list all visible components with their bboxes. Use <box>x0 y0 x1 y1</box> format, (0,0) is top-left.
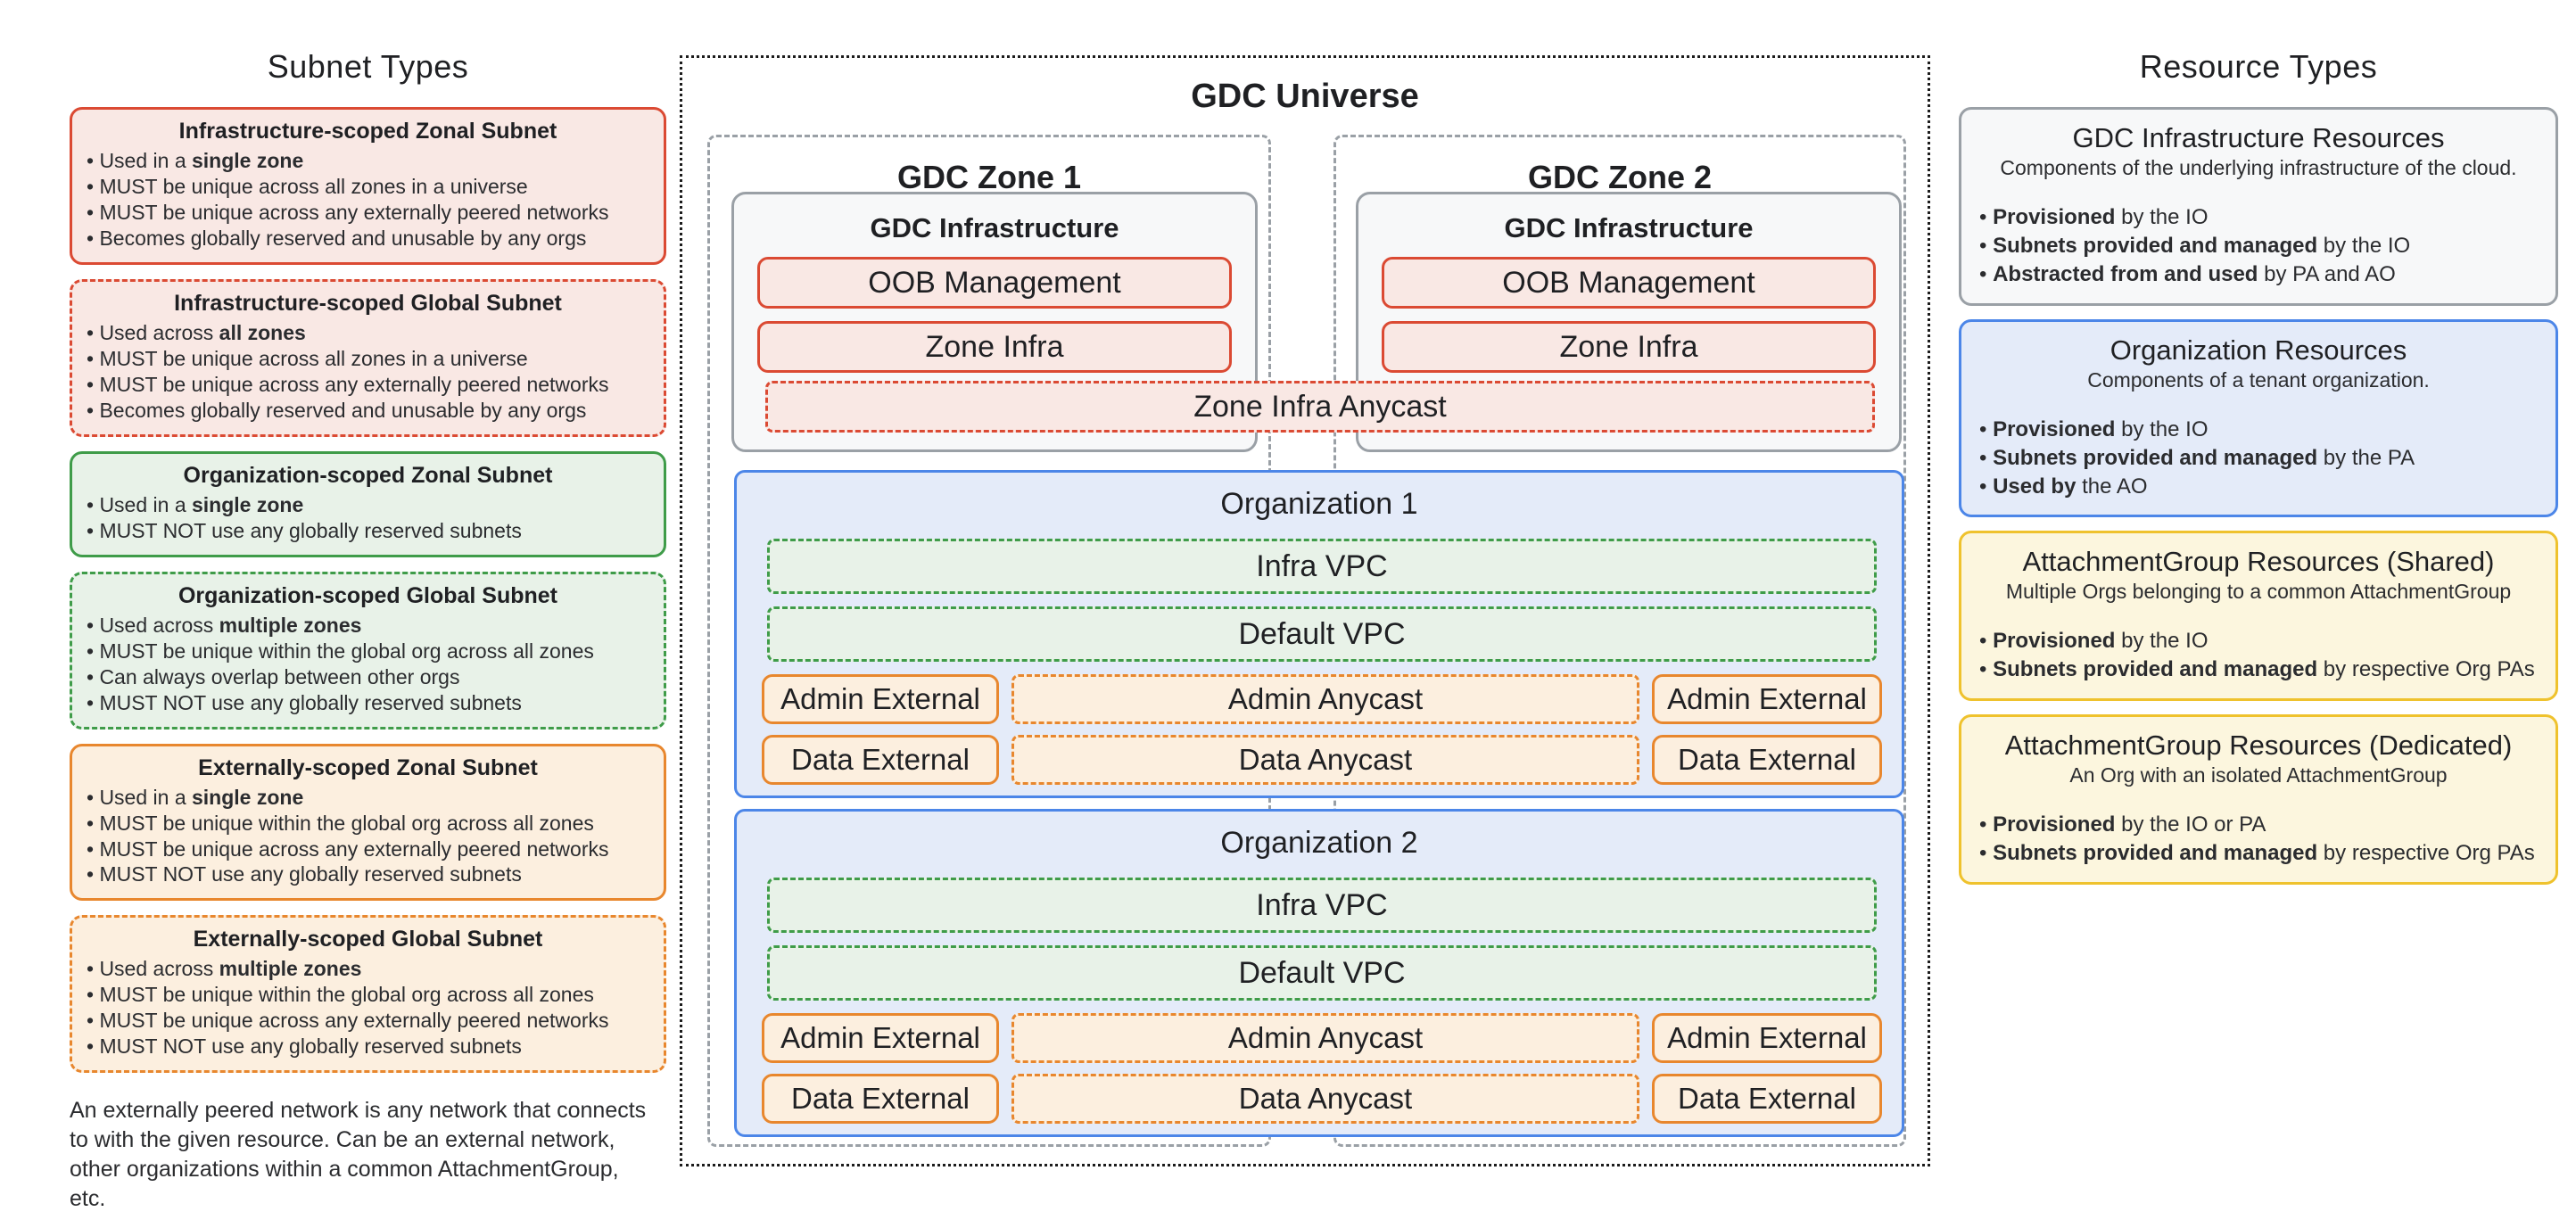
zone-infra-anycast-box: Zone Infra Anycast <box>765 381 1875 433</box>
spacer <box>1979 392 2538 416</box>
bullet: • MUST NOT use any globally reserved sub… <box>87 1035 522 1059</box>
infra-vpc-box: Infra VPC <box>767 539 1877 594</box>
resource-box-title: AttachmentGroup Resources (Shared) <box>2022 546 2495 578</box>
data-anycast-box: Data Anycast <box>1011 1074 1639 1124</box>
gdc-infrastructure-title: GDC Infrastructure <box>870 212 1119 243</box>
subnet-box-title: Organization-scoped Zonal Subnet <box>183 462 553 488</box>
spacer <box>1979 604 2538 627</box>
default-vpc-box: Default VPC <box>767 606 1877 662</box>
subnet-types-panel: Subnet Types Infrastructure-scoped Zonal… <box>70 48 666 1214</box>
admin-anycast-box: Admin Anycast <box>1011 674 1639 724</box>
bullet: • MUST be unique within the global org a… <box>87 811 594 835</box>
organization-1-box: Organization 1 Infra VPC Default VPC Adm… <box>734 470 1904 798</box>
default-vpc-box: Default VPC <box>767 945 1877 1001</box>
resource-box-gdc-infrastructure: GDC Infrastructure Resources Components … <box>1959 107 2558 306</box>
admin-external-box: Admin External <box>1652 674 1882 724</box>
bullet: • Provisioned by the IO or PA <box>1979 812 2266 837</box>
bullet: • MUST be unique across any externally p… <box>87 837 609 861</box>
spacer <box>1979 787 2538 811</box>
zone-infra-box: Zone Infra <box>757 321 1232 373</box>
data-external-box: Data External <box>1652 735 1882 785</box>
bullet: • MUST be unique within the global org a… <box>87 983 594 1007</box>
subnet-box-organization-global: Organization-scoped Global Subnet • Used… <box>70 571 666 730</box>
bullet: • Becomes globally reserved and unusable… <box>87 398 587 422</box>
resource-box-subtitle: An Org with an isolated AttachmentGroup <box>2069 763 2448 787</box>
gdc-zone-2-title: GDC Zone 2 <box>1527 159 1712 195</box>
bullet: • Becomes globally reserved and unusable… <box>87 226 587 250</box>
subnet-box-title: Infrastructure-scoped Zonal Subnet <box>178 119 557 144</box>
subnet-box-title: Externally-scoped Global Subnet <box>193 927 543 952</box>
bullet: • Provisioned by the IO <box>1979 629 2209 654</box>
subnet-box-title: Externally-scoped Zonal Subnet <box>198 754 538 780</box>
resource-box-organization: Organization Resources Components of a t… <box>1959 318 2558 518</box>
organization-2-box: Organization 2 Infra VPC Default VPC Adm… <box>734 809 1904 1137</box>
subnet-types-title: Subnet Types <box>267 48 469 85</box>
subnet-box-infrastructure-global: Infrastructure-scoped Global Subnet • Us… <box>70 278 666 437</box>
externally-peered-footnote: An externally peered network is any netw… <box>70 1098 647 1212</box>
resource-box-attachmentgroup-dedicated: AttachmentGroup Resources (Dedicated) An… <box>1959 714 2558 886</box>
data-external-box: Data External <box>1652 1074 1882 1124</box>
organization-1-title: Organization 1 <box>1220 487 1418 521</box>
admin-anycast-box: Admin Anycast <box>1011 1013 1639 1063</box>
subnet-box-organization-zonal: Organization-scoped Zonal Subnet • Used … <box>70 450 666 557</box>
bullet: • Used in a single zone <box>87 785 304 809</box>
bullet: • MUST be unique across all zones in a u… <box>87 346 528 370</box>
resource-box-subtitle: Components of the underlying infrastruct… <box>2000 156 2517 179</box>
bullet: • MUST NOT use any globally reserved sub… <box>87 690 522 714</box>
bullet: • Provisioned by the IO <box>1979 416 2209 441</box>
resource-box-title: GDC Infrastructure Resources <box>2072 122 2445 153</box>
bullet: • MUST NOT use any globally reserved sub… <box>87 862 522 886</box>
bullet: • MUST NOT use any globally reserved sub… <box>87 518 522 542</box>
subnet-box-infrastructure-zonal: Infrastructure-scoped Zonal Subnet • Use… <box>70 107 666 265</box>
admin-external-box: Admin External <box>762 674 999 724</box>
spacer <box>1979 180 2538 203</box>
bullet: • Used across multiple zones <box>87 613 362 637</box>
resource-box-subtitle: Multiple Orgs belonging to a common Atta… <box>2005 580 2512 604</box>
bullet: • MUST be unique across any externally p… <box>87 372 609 396</box>
resource-box-subtitle: Components of a tenant organization. <box>2087 367 2430 392</box>
bullet: • MUST be unique across all zones in a u… <box>87 174 528 198</box>
resource-box-title: Organization Resources <box>2110 334 2407 366</box>
bullet: • Used across multiple zones <box>87 957 362 981</box>
oob-management-box: OOB Management <box>1382 257 1876 309</box>
organization-2-title: Organization 2 <box>1220 826 1418 860</box>
bullet: • MUST be unique within the global org a… <box>87 639 594 663</box>
resource-box-attachmentgroup-shared: AttachmentGroup Resources (Shared) Multi… <box>1959 531 2558 702</box>
subnet-box-externally-zonal: Externally-scoped Zonal Subnet • Used in… <box>70 743 666 902</box>
infra-vpc-box: Infra VPC <box>767 878 1877 933</box>
data-anycast-box: Data Anycast <box>1011 735 1639 785</box>
subnet-box-title: Infrastructure-scoped Global Subnet <box>174 290 562 316</box>
bullet: • Subnets provided and managed by the PA <box>1979 445 2415 470</box>
gdc-infrastructure-title: GDC Infrastructure <box>1504 212 1754 243</box>
bullet: • Abstracted from and used by PA and AO <box>1979 261 2396 286</box>
bullet: • Subnets provided and managed by respec… <box>1979 657 2535 682</box>
resource-types-panel: Resource Types GDC Infrastructure Resour… <box>1959 48 2558 898</box>
gdc-infrastructure-zone1-box: GDC Infrastructure OOB Management Zone I… <box>731 192 1258 452</box>
admin-external-box: Admin External <box>1652 1013 1882 1063</box>
bullet: • Used by the AO <box>1979 474 2148 499</box>
zone-infra-box: Zone Infra <box>1382 321 1876 373</box>
bullet: • Subnets provided and managed by the IO <box>1979 233 2411 258</box>
resource-types-title: Resource Types <box>2139 48 2378 85</box>
subnet-box-title: Organization-scoped Global Subnet <box>178 582 558 608</box>
gdc-zone-1-title: GDC Zone 1 <box>896 159 1081 195</box>
bullet: • Provisioned by the IO <box>1979 205 2209 229</box>
oob-management-box: OOB Management <box>757 257 1232 309</box>
bullet: • Used in a single zone <box>87 492 304 516</box>
data-external-box: Data External <box>762 735 999 785</box>
gdc-universe-title: GDC Universe <box>1191 78 1419 115</box>
gdc-universe-box: GDC Universe GDC Zone 1 GDC Zone 2 GDC I… <box>680 55 1930 1166</box>
bullet: • MUST be unique across any externally p… <box>87 200 609 224</box>
bullet: • Used across all zones <box>87 320 306 344</box>
data-external-box: Data External <box>762 1074 999 1124</box>
bullet: • Can always overlap between other orgs <box>87 664 460 688</box>
resource-box-title: AttachmentGroup Resources (Dedicated) <box>2004 730 2513 762</box>
bullet: • Used in a single zone <box>87 149 304 172</box>
subnet-box-externally-global: Externally-scoped Global Subnet • Used a… <box>70 915 666 1074</box>
admin-external-box: Admin External <box>762 1013 999 1063</box>
bullet: • MUST be unique across any externally p… <box>87 1009 609 1033</box>
bullet: • Subnets provided and managed by respec… <box>1979 841 2535 866</box>
